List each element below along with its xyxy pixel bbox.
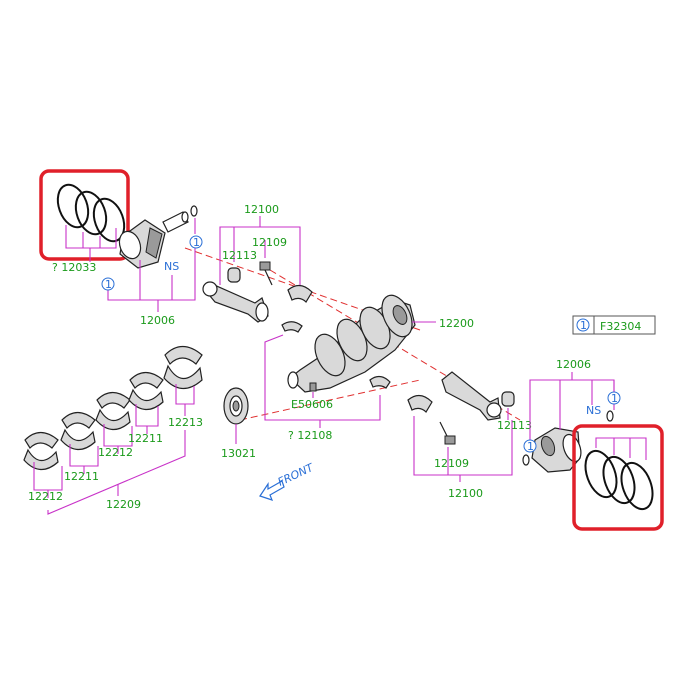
reference-legend: 1 F32304 bbox=[572, 315, 656, 335]
pin-clip-left[interactable] bbox=[190, 205, 198, 217]
piston-right[interactable] bbox=[531, 427, 584, 473]
label-key: E50606 bbox=[291, 398, 333, 411]
connecting-rod-right[interactable] bbox=[441, 371, 502, 421]
label-ns-right: NS bbox=[586, 404, 601, 417]
rod-cap-left[interactable] bbox=[287, 284, 313, 303]
connecting-rod-left[interactable] bbox=[202, 281, 269, 323]
label-piston-left: 12006 bbox=[140, 314, 175, 327]
crank-key[interactable] bbox=[309, 382, 317, 392]
label-thrust-bearing: 12213 bbox=[168, 416, 203, 429]
crankshaft[interactable] bbox=[287, 291, 418, 393]
svg-text:1: 1 bbox=[580, 319, 587, 332]
callout-1-left-top: 1 bbox=[189, 235, 203, 249]
svg-text:1: 1 bbox=[611, 392, 618, 405]
label-sprocket: 13021 bbox=[221, 447, 256, 460]
label-crankshaft: 12200 bbox=[439, 317, 474, 330]
label-piston-right: 12006 bbox=[556, 358, 591, 371]
label-bearing-a1: 12212 bbox=[98, 446, 133, 459]
rod-bolt-right[interactable] bbox=[439, 421, 456, 445]
label-rings-left: ? 12033 bbox=[52, 261, 96, 274]
highlight-box-right bbox=[572, 424, 664, 531]
piston-pin-right-clip[interactable] bbox=[606, 410, 614, 422]
piston-left[interactable] bbox=[116, 219, 166, 269]
rod-bushing-left[interactable] bbox=[227, 267, 241, 283]
highlight-box-left bbox=[39, 169, 130, 261]
label-rod-left: 12100 bbox=[244, 203, 279, 216]
crank-sprocket[interactable] bbox=[223, 387, 249, 425]
leaders-crank-bearing bbox=[264, 334, 381, 428]
rod-cap-right[interactable] bbox=[407, 394, 433, 413]
rod-bolt-left[interactable] bbox=[259, 261, 273, 286]
svg-text:1: 1 bbox=[527, 440, 534, 453]
label-bearing-b1: 12211 bbox=[128, 432, 163, 445]
label-rod-bolt-left: 12109 bbox=[252, 236, 287, 249]
label-rod-right: 12100 bbox=[448, 487, 483, 500]
rod-bushing-right[interactable] bbox=[501, 391, 515, 407]
label-bearing-b2: 12211 bbox=[64, 470, 99, 483]
crank-bearing-halves[interactable] bbox=[281, 321, 391, 389]
svg-text:1: 1 bbox=[193, 236, 200, 249]
callout-1-left-bottom: 1 bbox=[101, 277, 115, 291]
svg-text:1: 1 bbox=[105, 278, 112, 291]
piston-pin-left[interactable] bbox=[162, 211, 189, 233]
label-ns-left: NS bbox=[164, 260, 179, 273]
svg-text:FRONT: FRONT bbox=[276, 461, 317, 489]
leaders-right-rod bbox=[413, 408, 513, 482]
label-rod-bolt-right: 12109 bbox=[434, 457, 469, 470]
callout-1-right-low: 1 bbox=[523, 439, 537, 453]
leaders-main-bearings bbox=[33, 384, 195, 515]
piston-rings-left[interactable] bbox=[52, 181, 129, 246]
svg-text:F32304: F32304 bbox=[600, 320, 641, 333]
label-main-bearing-set: 12209 bbox=[106, 498, 141, 511]
piston-rings-right[interactable] bbox=[580, 447, 659, 514]
leaders-left-piston bbox=[65, 218, 196, 312]
leaders-left-rod bbox=[219, 216, 301, 285]
front-arrow: FRONT bbox=[259, 461, 317, 501]
main-bearing-set[interactable] bbox=[23, 345, 203, 471]
label-rod-bushing-right: 12113 bbox=[497, 419, 532, 432]
label-rod-bushing-left: 12113 bbox=[222, 249, 257, 262]
pin-clip-right[interactable] bbox=[522, 454, 530, 466]
label-crank-bearing: ? 12108 bbox=[288, 429, 332, 442]
callout-1-right: 1 bbox=[607, 391, 621, 405]
label-bearing-a2: 12212 bbox=[28, 490, 63, 503]
